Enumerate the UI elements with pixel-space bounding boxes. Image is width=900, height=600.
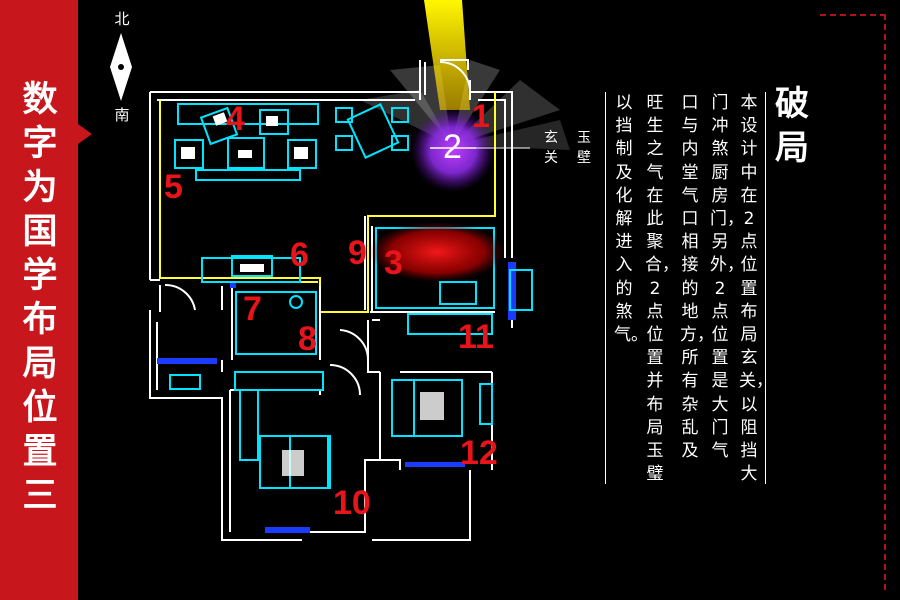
room-label-8: 8 (298, 320, 317, 358)
room-label-12: 12 (460, 434, 498, 472)
panel-column-5: 以挡制及化解进入的煞气。 (614, 93, 648, 346)
tag-xuanguan: 玄关 (544, 130, 558, 166)
frame-corner-right (884, 14, 886, 590)
panel-column-2: 门冲煞厨房门，另外，2点位置是大门气 (710, 93, 744, 462)
sidebar-panel (0, 0, 78, 600)
compass-needle-icon (110, 33, 132, 101)
panel-column-3: 口与内堂气口相接的地方，所有杂乱及 (680, 93, 714, 462)
panel-column-4: 旺生之气在此聚合，2点位置并布局玉璧 (645, 93, 679, 485)
room-label-4: 4 (226, 100, 245, 138)
furniture-details (181, 112, 444, 476)
room-label-5: 5 (164, 168, 183, 206)
panel-heading: 破局 (775, 84, 809, 168)
room-label-6: 6 (290, 236, 309, 274)
room-label-2: 2 (443, 128, 462, 166)
sidebar-pointer (78, 124, 92, 144)
compass-north-label: 北 (114, 10, 130, 28)
windows (157, 262, 516, 533)
area-3-highlight (369, 222, 505, 282)
compass-south-label: 南 (114, 106, 130, 124)
entrance-light-beam (424, 0, 470, 110)
panel-column-1: 本设计中在2点位置布局玄关，以阻挡大 (739, 93, 773, 485)
panel-divider-left (605, 92, 606, 484)
room-label-9: 9 (348, 234, 367, 272)
area-2-highlight (411, 108, 495, 192)
tag-yubi: 玉壁 (577, 130, 591, 166)
furniture (169, 103, 533, 489)
room-label-10: 10 (333, 484, 371, 522)
room-label-11: 11 (458, 318, 494, 356)
room-label-7: 7 (243, 290, 262, 328)
room-label-3: 3 (384, 244, 403, 282)
panel-divider-right (765, 92, 766, 484)
room-label-1: 1 (472, 98, 490, 134)
sidebar-title: 数字为国学布局位置三 (22, 80, 58, 516)
frame-corner-top-right (820, 14, 886, 16)
entrance-door (424, 59, 471, 95)
